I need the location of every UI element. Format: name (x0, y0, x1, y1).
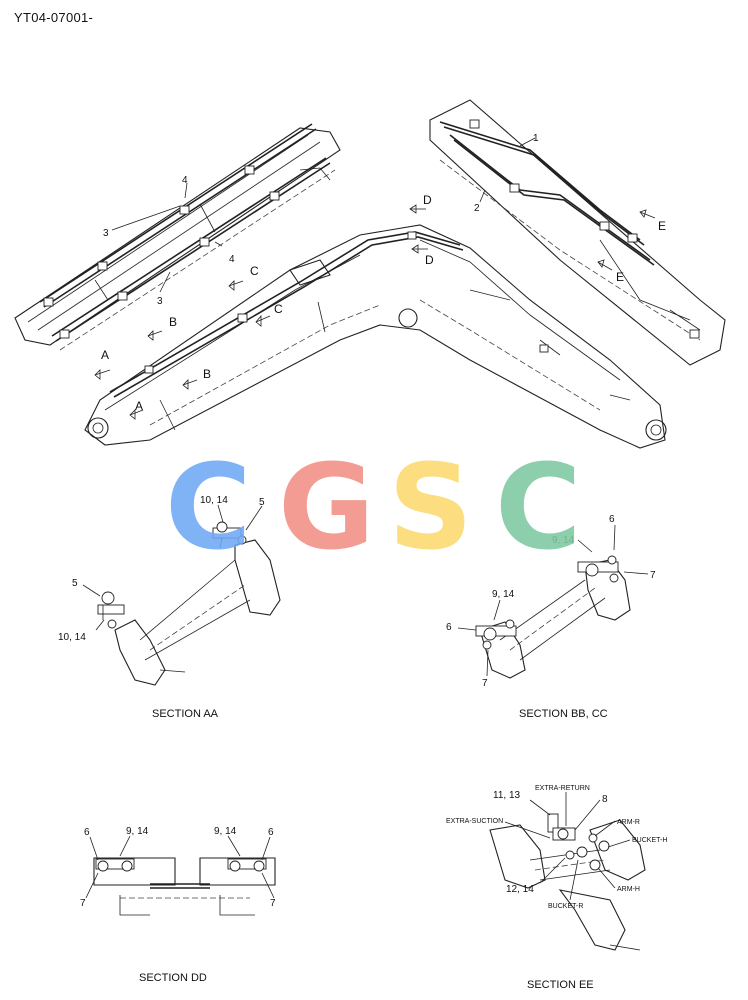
section-dd-label-9-14-right: 9, 14 (214, 826, 237, 837)
section-bb-label-9-14-upper: 9, 14 (552, 535, 575, 546)
part-label-1: 1 (533, 133, 539, 144)
cgsc-watermark: C G S C (165, 438, 582, 576)
watermark-letter-c2: C (495, 438, 582, 576)
section-ee-label-arm-h: ARM-H (617, 886, 640, 893)
section-dd-label-7-left: 7 (80, 898, 86, 909)
view-marker-e-upper: E (658, 219, 666, 233)
section-aa-drawing (82, 504, 281, 686)
section-ee-label-8: 8 (602, 794, 608, 805)
part-label-2: 2 (474, 203, 480, 214)
section-aa-label-10-14-upper: 10, 14 (200, 495, 228, 506)
section-aa-title: SECTION AA (152, 708, 219, 720)
section-bb-label-7-upper: 7 (650, 570, 656, 581)
section-bb-label-6-lower: 6 (446, 622, 452, 633)
section-ee-label-bucket-h: BUCKET-H (632, 837, 667, 844)
section-ee-title: SECTION EE (527, 979, 594, 991)
section-ee-drawing (489, 792, 646, 951)
section-dd-drawing (85, 835, 276, 916)
section-dd-title: SECTION DD (139, 972, 207, 984)
section-bb-cc-drawing (457, 524, 649, 679)
section-dd-label-9-14-left: 9, 14 (126, 826, 149, 837)
view-marker-e-lower: E (616, 270, 624, 284)
view-marker-c-right: C (274, 302, 283, 316)
section-dd-label-6-right: 6 (268, 827, 274, 838)
view-marker-a-left: A (101, 348, 109, 362)
section-ee-label-arm-r: ARM-R (617, 819, 640, 826)
watermark-letter-c1: C (165, 438, 252, 576)
section-bb-cc-title: SECTION BB, CC (519, 708, 608, 720)
section-bb-label-6-upper: 6 (609, 514, 615, 525)
part-label-4-upper: 4 (182, 175, 188, 186)
section-dd-label-6-left: 6 (84, 827, 90, 838)
part-label-3-upper: 3 (103, 228, 109, 239)
section-bb-label-7-lower: 7 (482, 678, 488, 689)
view-marker-b-left: B (169, 315, 177, 329)
arm-right-drawing (429, 99, 726, 366)
section-ee-label-bucket-r: BUCKET-R (548, 903, 583, 910)
section-ee-label-12-14: 12, 14 (506, 884, 534, 895)
view-marker-b-right: B (203, 367, 211, 381)
view-marker-c-left: C (250, 264, 259, 278)
watermark-letter-g: G (278, 438, 375, 576)
section-aa-label-5-lower: 5 (72, 578, 78, 589)
section-ee-label-extra-return: EXTRA-RETURN (535, 785, 590, 792)
part-label-4-lower: 4 (229, 254, 235, 265)
section-bb-label-9-14-lower: 9, 14 (492, 589, 515, 600)
watermark-letter-s: S (388, 438, 473, 576)
arm-left-drawing (14, 123, 341, 351)
view-marker-a-right: A (135, 399, 143, 413)
section-ee-label-11-13: 11, 13 (493, 790, 520, 801)
view-markers (94, 204, 656, 420)
view-marker-d-upper: D (423, 193, 432, 207)
section-ee-label-extra-suction: EXTRA-SUCTION (446, 818, 503, 825)
boom-drawing (84, 224, 667, 449)
part-label-3-lower: 3 (157, 296, 163, 307)
section-dd-label-7-right: 7 (270, 898, 276, 909)
document-code: YT04-07001- (14, 10, 94, 25)
section-aa-label-5-upper: 5 (259, 497, 265, 508)
section-aa-label-10-14-lower: 10, 14 (58, 632, 86, 643)
view-marker-d-lower: D (425, 253, 434, 267)
